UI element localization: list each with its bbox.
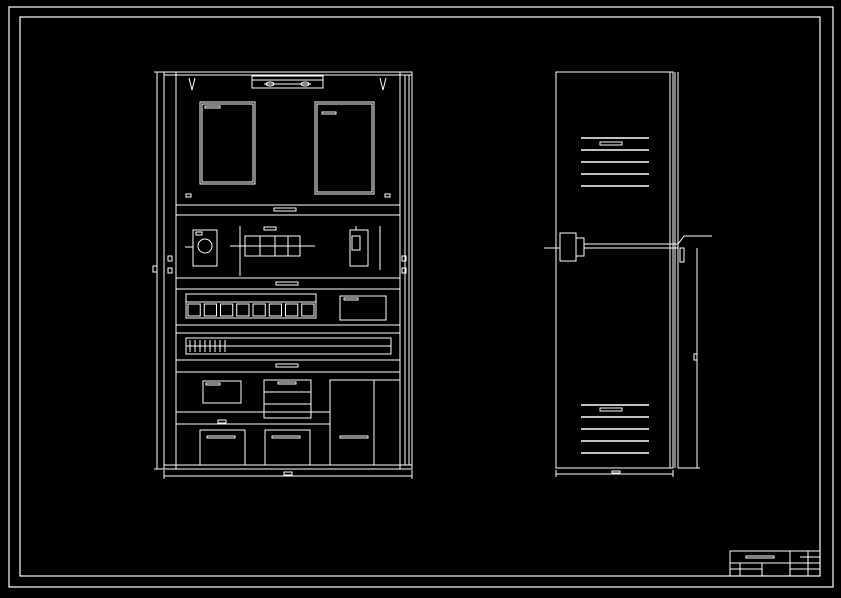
breaker-row	[185, 293, 317, 319]
cable-duct	[329, 379, 400, 466]
title-block	[729, 550, 821, 577]
bottom-box-1	[199, 429, 246, 466]
isolator-switch	[185, 229, 218, 267]
section-label-2	[275, 281, 299, 286]
vent-label-top	[599, 141, 623, 146]
breaker-3	[220, 303, 234, 317]
vent-label-bottom	[599, 407, 623, 412]
meter-box-right	[314, 101, 375, 195]
vent-group-top	[581, 137, 649, 187]
front-view-cabinet	[152, 71, 413, 479]
breaker-2	[203, 303, 217, 317]
breaker-1	[187, 303, 201, 317]
breaker-7	[285, 303, 299, 317]
contactor-assembly	[230, 226, 315, 257]
section-label-1	[273, 207, 297, 212]
relay-module	[349, 226, 369, 267]
sheet-border	[8, 6, 834, 588]
breaker-5	[252, 303, 266, 317]
control-panel-grid	[263, 379, 312, 419]
breaker-8	[301, 303, 315, 317]
side-cabinet-outline	[555, 71, 674, 469]
meter-box-left	[199, 101, 256, 185]
callout-leader	[677, 235, 712, 263]
terminal-strip	[185, 337, 392, 355]
title-block-title	[745, 555, 775, 559]
section-label-3	[275, 363, 299, 368]
front-cabinet-outline	[163, 71, 413, 470]
top-light-fixture	[251, 75, 324, 89]
control-panel-left	[202, 380, 242, 404]
inner-border	[19, 16, 821, 577]
breaker-6	[268, 303, 282, 317]
breaker-4	[236, 303, 250, 317]
side-view-cabinet	[544, 71, 712, 477]
vent-group-bottom	[581, 404, 649, 454]
small-panel-meter	[339, 295, 387, 321]
door-handle	[544, 232, 678, 262]
bottom-box-2	[264, 429, 311, 466]
outer-border	[8, 6, 834, 588]
